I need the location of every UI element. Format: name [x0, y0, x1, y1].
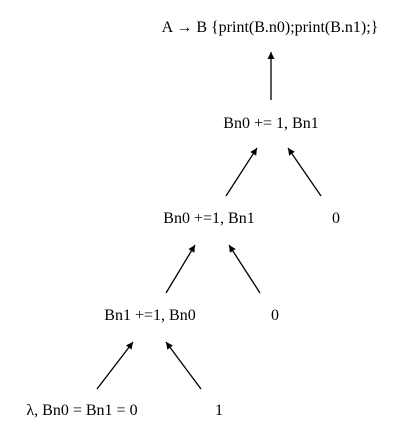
edge-level3-left-to-level2-left	[165, 244, 196, 294]
level2-right-node: 0	[332, 210, 340, 227]
edge-level4-right-to-level3-left	[165, 341, 202, 390]
edge-level3-right-to-level2-left	[228, 244, 261, 294]
edge-level2-left-to-level1	[225, 147, 258, 197]
level4-left-node: λ, Bn0 = Bn1 = 0	[26, 402, 138, 419]
edge-level4-left-to-level3-left	[96, 341, 134, 390]
level3-left-node: Bn1 +=1, Bn0	[104, 307, 196, 324]
edge-level2-right-to-level1	[287, 147, 322, 197]
level2-left-node: Bn0 +=1, Bn1	[163, 210, 255, 227]
level1-node: Bn0 += 1, Bn1	[223, 115, 319, 132]
level3-right-node: 0	[271, 307, 279, 324]
level4-right-node: 1	[215, 402, 223, 419]
root-production-node: A → B {print(B.n0);print(B.n1);}	[161, 19, 379, 36]
